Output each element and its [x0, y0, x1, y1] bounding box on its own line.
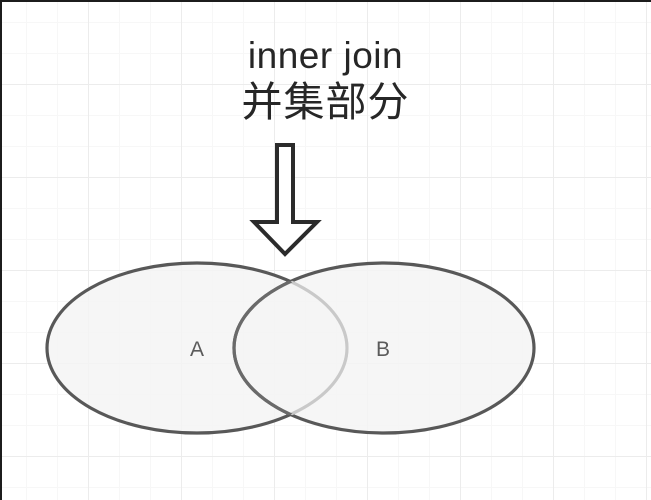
set-a-label: A [189, 338, 205, 361]
set-b-overlap-arc [232, 263, 347, 433]
down-arrow-icon [249, 143, 322, 257]
set-b-label: B [375, 338, 391, 361]
set-a-overlap-arc [234, 263, 349, 433]
